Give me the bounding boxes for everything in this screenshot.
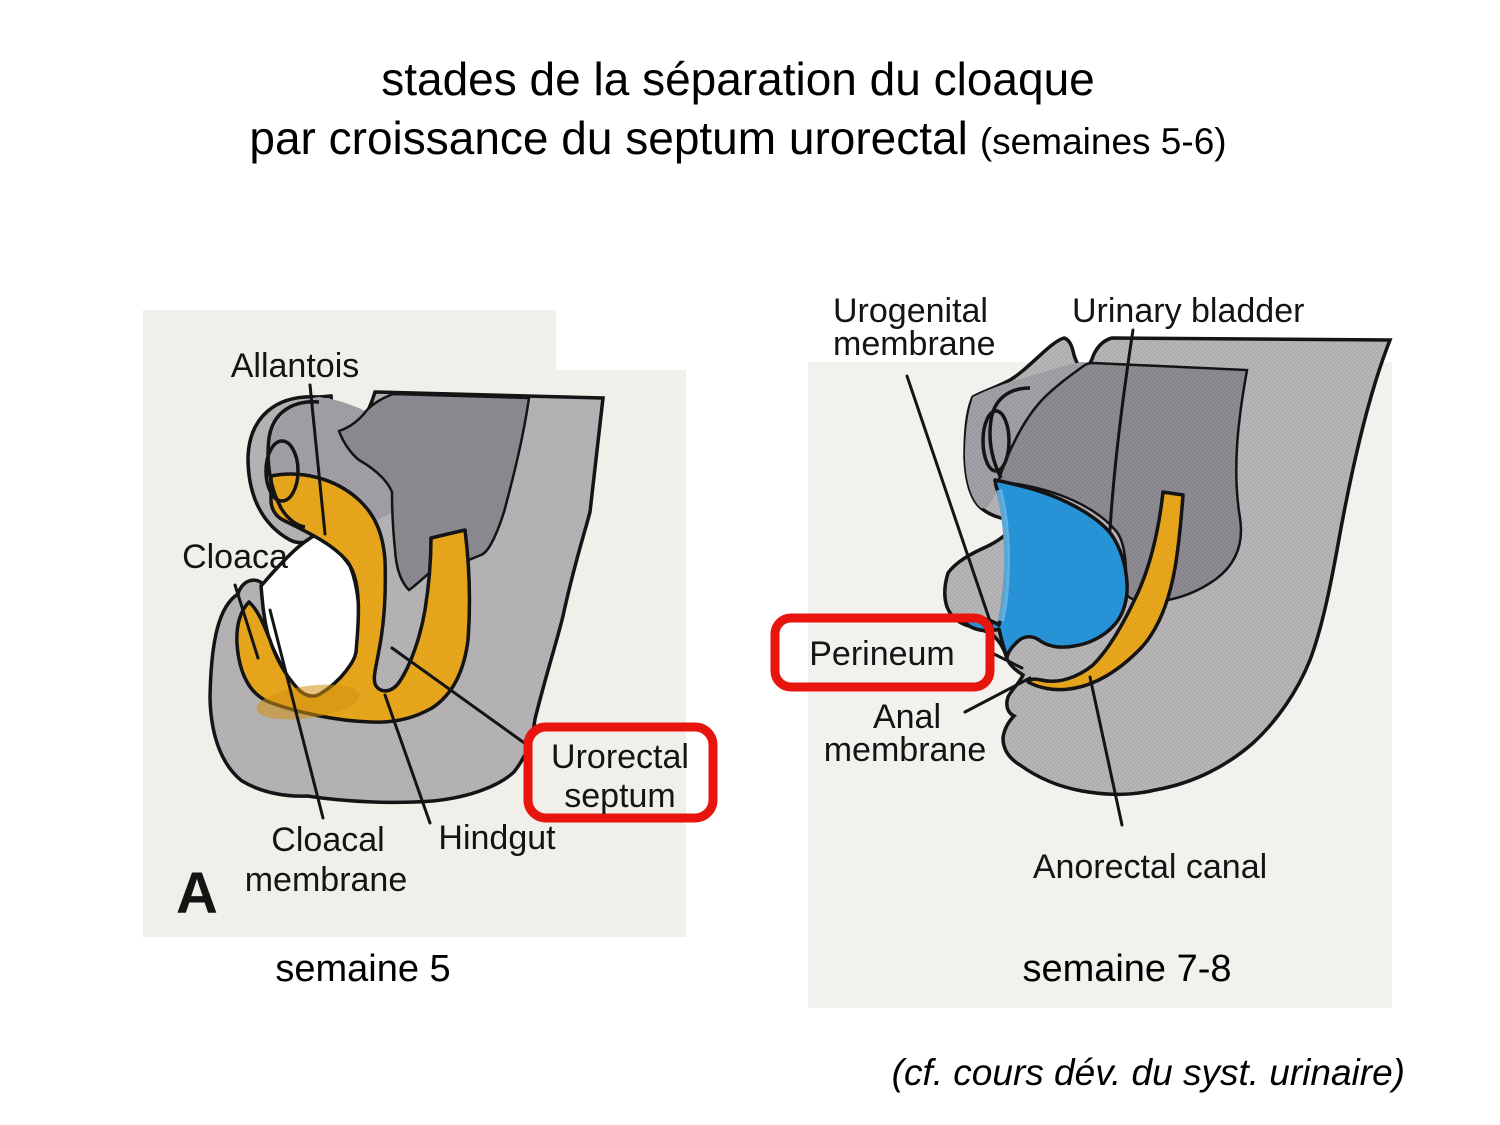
anorectal-canal-label: Anorectal canal — [1033, 848, 1267, 886]
cloaca-shading — [256, 684, 360, 720]
urogenital-membrane-leader-line — [905, 374, 995, 632]
perineum-highlight-box — [770, 613, 995, 692]
title-line-1: stades de la séparation du cloaque — [381, 53, 1095, 105]
cloacal-membrane-label-1: Cloacal — [271, 821, 384, 859]
slide-title: stades de la séparation du cloaque par c… — [0, 50, 1488, 171]
panel-letter: A — [176, 861, 218, 926]
urorectal-septum-leader-line — [390, 646, 532, 749]
scan-white-corner — [556, 310, 686, 370]
perineum-leader-line — [988, 650, 1024, 670]
cloaca-label: Cloaca — [182, 538, 288, 576]
figure-week5-diagram: Allantois Cloaca Cloacal membrane Hindgu… — [143, 310, 718, 937]
urinary-bladder-leader-line — [1108, 328, 1135, 532]
anorectal-canal-shape — [1026, 490, 1185, 692]
amnion-ring — [264, 439, 300, 503]
urinary-bladder-label: Urinary bladder — [1072, 292, 1304, 330]
allantois-label: Allantois — [231, 347, 360, 385]
anorectal-canal-leader-line — [1088, 675, 1124, 827]
anal-membrane-label-1: Anal — [873, 698, 941, 736]
cloaca-leader-line — [233, 583, 260, 660]
anal-membrane-label-2: membrane — [824, 731, 987, 769]
hindgut-leader-line — [383, 693, 432, 825]
body-stalk-rim-line — [988, 386, 1031, 479]
urogenital-membrane-label-2: membrane — [833, 325, 996, 363]
amnion-ring — [981, 409, 1011, 473]
cloacal-membrane-leader-line — [268, 608, 325, 820]
cloacal-membrane-label-2: membrane — [245, 861, 408, 899]
caption-week5: semaine 5 — [275, 948, 451, 990]
body-stalk-rim-line — [266, 400, 320, 529]
hindgut-label: Hindgut — [438, 819, 556, 857]
bladder-highlight — [996, 489, 1011, 622]
caption-week7-8: semaine 7-8 — [1022, 948, 1232, 990]
urorectal-septum-label-1: Urorectal — [551, 738, 689, 776]
allantois-leader-line — [308, 383, 327, 536]
figure-week7-8-diagram: Urogenital membrane Urinary bladder Peri… — [770, 292, 1393, 1008]
urorectal-septum-highlight-box — [523, 722, 718, 823]
anal-membrane-leader-line — [963, 676, 1032, 714]
footnote-reference: (cf. cours dév. du syst. urinaire) — [891, 1052, 1405, 1093]
title-line-2: par croissance du septum urorectal(semai… — [249, 112, 1227, 164]
perineum-label: Perineum — [809, 635, 955, 673]
title-weeks-note: (semaines 5-6) — [979, 121, 1227, 162]
urorectal-septum-label-2: septum — [564, 777, 676, 815]
inner-dark-region — [337, 392, 531, 592]
urogenital-membrane-label-1: Urogenital — [833, 292, 988, 330]
inner-dark-region — [996, 361, 1249, 603]
